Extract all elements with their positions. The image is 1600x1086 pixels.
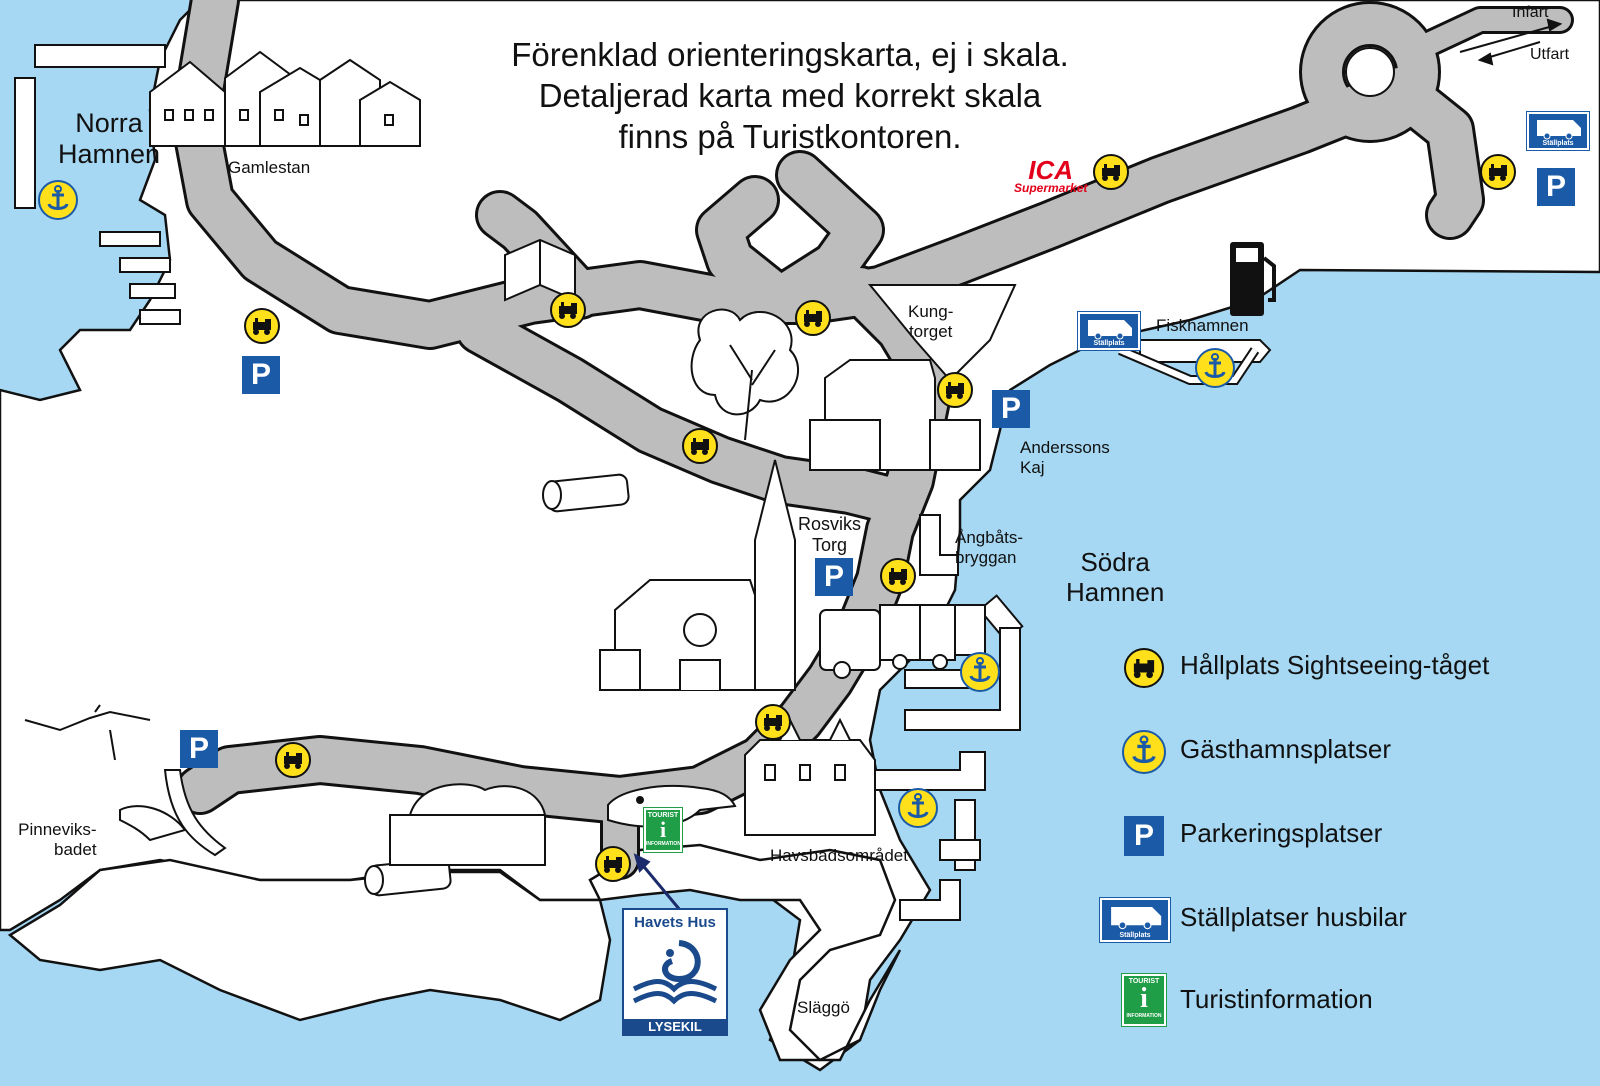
tourist-info-icon[interactable]: TOURIST i INFORMATION <box>643 807 683 853</box>
tree-drawing <box>690 308 800 441</box>
land-south <box>588 843 902 1062</box>
label-fiskhamnen: Fiskhamnen <box>1156 316 1249 335</box>
legend-label: Gästhamnsplatser <box>1180 734 1391 764</box>
map-title: Förenklad orienteringskarta, ej i skala.… <box>440 34 1140 157</box>
parking-icon: P <box>1124 816 1164 856</box>
roads-fill <box>173 0 1571 877</box>
legend-label: Parkeringsplatser <box>1180 818 1383 848</box>
train-drawing <box>819 604 986 679</box>
parking-icon[interactable]: P <box>815 558 853 596</box>
motorhome-icon: Ställplats <box>1099 897 1171 943</box>
gamlestan-houses <box>149 50 421 147</box>
parking-icon[interactable]: P <box>1537 168 1575 206</box>
motorhome-icon[interactable]: Ställplats <box>1526 111 1590 151</box>
guest-harbour-anchor-icon[interactable] <box>38 180 78 220</box>
map-title-line-2: Detaljerad karta med korrekt skala <box>538 77 1042 114</box>
havsbad-building <box>744 717 876 836</box>
label-gamlestan: Gamlestan <box>228 158 311 177</box>
parking-icon[interactable]: P <box>242 356 280 394</box>
label-slaggo: Släggö <box>797 998 850 1017</box>
train-stop-icon[interactable] <box>275 742 311 778</box>
havets-hus-arrow <box>633 853 682 911</box>
sodra-piers <box>869 339 1272 921</box>
train-stop-icon[interactable] <box>595 846 631 882</box>
train-stop-icon[interactable] <box>937 372 973 408</box>
guest-harbour-anchor-icon[interactable] <box>960 652 1000 692</box>
guest-harbour-anchor-icon[interactable] <box>898 788 938 828</box>
diver-and-slide <box>24 704 227 857</box>
label-pinneviksbadet: Pinneviks-badet <box>18 820 97 859</box>
ica-supermarket-logo: ICA Supermarket <box>1014 155 1088 195</box>
guest-harbour-anchor-icon[interactable] <box>1195 348 1235 388</box>
label-angbatsbryggan: Ångbåts-bryggan <box>955 528 1024 567</box>
church-drawing <box>599 459 796 691</box>
train-stop-icon[interactable] <box>550 292 586 328</box>
motorhome-icon[interactable]: Ställplats <box>1077 311 1141 351</box>
arena-building <box>389 783 546 866</box>
havets-hus-logo[interactable]: Havets Hus LYSEKIL <box>622 908 728 1036</box>
kungstorget-block <box>867 284 1017 382</box>
map-title-line-3: finns på Turistkontoren. <box>618 118 962 155</box>
parking-icon[interactable]: P <box>992 390 1030 428</box>
train-stop-icon[interactable] <box>1480 154 1516 190</box>
label-havsbadsomradet: Havsbadsområdet <box>770 846 908 865</box>
label-infart: Infart <box>1512 4 1549 21</box>
train-stop-icon[interactable] <box>682 428 718 464</box>
guest-harbour-anchor-icon <box>1122 730 1166 774</box>
train-stop-icon[interactable] <box>1093 154 1129 190</box>
tourist-info-icon: TOURIST i INFORMATION <box>1121 973 1167 1027</box>
infart-utfart-arrows <box>1459 18 1563 66</box>
train-stop-icon[interactable] <box>795 300 831 336</box>
parking-icon[interactable]: P <box>180 730 218 768</box>
label-utfart: Utfart <box>1530 46 1570 63</box>
roundabout-centre <box>1345 47 1395 97</box>
fuel-pump-icon <box>1228 240 1280 323</box>
legend-label: Hållplats Sightseeing-tåget <box>1180 650 1490 680</box>
label-kungstorget: Kung-torget <box>908 302 954 341</box>
train-stop-icon[interactable] <box>880 558 916 594</box>
wave-icon <box>632 940 718 1005</box>
norra-piers <box>14 44 181 325</box>
map-title-line-1: Förenklad orienteringskarta, ej i skala. <box>511 36 1069 73</box>
train-stop-icon[interactable] <box>755 704 791 740</box>
train-stop-icon[interactable] <box>244 308 280 344</box>
legend-label: Ställplatser husbilar <box>1180 902 1407 932</box>
legend-label: Turistinformation <box>1180 984 1373 1014</box>
train-stop-icon <box>1124 648 1164 688</box>
hotel-building <box>809 359 981 471</box>
